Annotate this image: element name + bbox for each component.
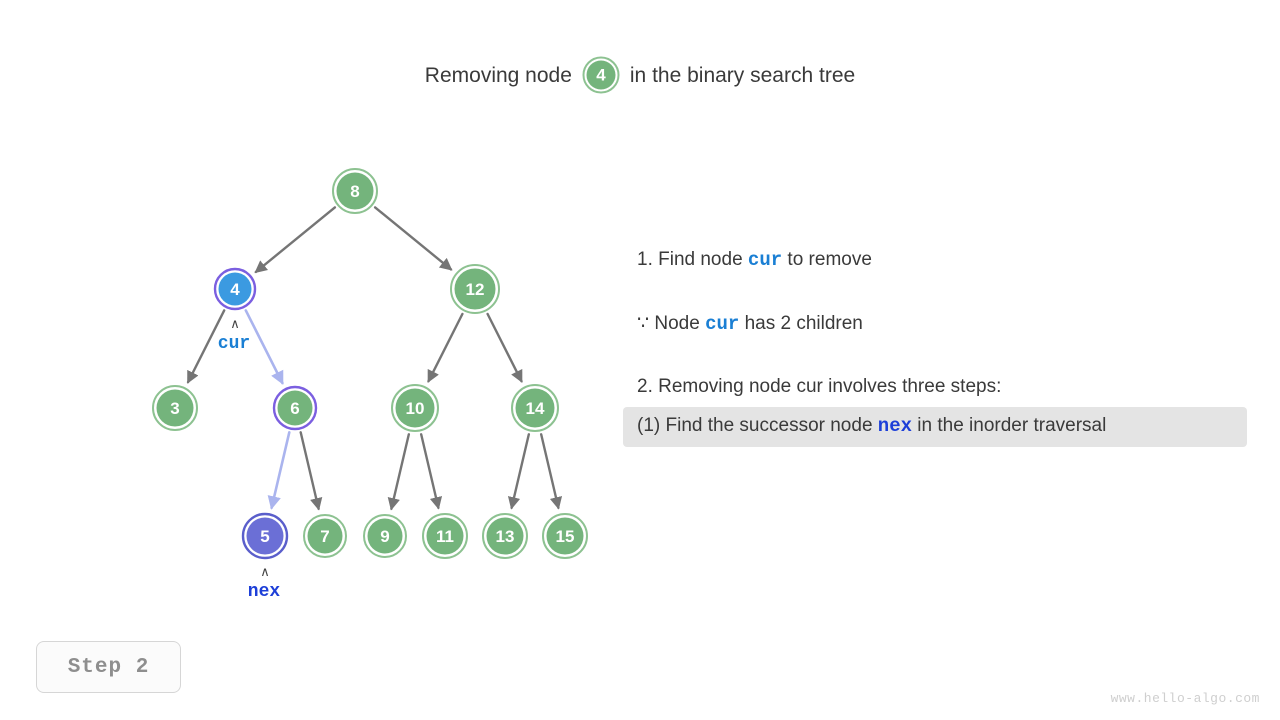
title-node-badge: 4	[582, 56, 620, 94]
tree-node-ring-11	[422, 513, 468, 559]
tree-node-value-7: 7	[320, 527, 329, 546]
pointer-label-nex: ∧ nex	[248, 564, 281, 602]
tree-node-value-12: 12	[466, 280, 485, 299]
tree-node-body-4	[218, 272, 252, 306]
tree-node-ring-13	[482, 513, 528, 559]
pointer-text-cur: cur	[218, 334, 250, 354]
tree-node-body-8	[336, 172, 374, 210]
tree-node-value-13: 13	[496, 527, 515, 546]
tree-node-4[interactable]: 4	[213, 267, 257, 311]
explanation-line-4-highlighted: (1) Find the successor node nex in the i…	[623, 406, 1247, 447]
tree-node-9[interactable]: 9	[363, 514, 407, 558]
tree-node-13[interactable]: 13	[482, 513, 528, 559]
tree-edge-n10-to-n9	[387, 433, 411, 511]
tree-node-8[interactable]: 8	[332, 168, 378, 214]
tree-edge-n4-to-n3	[186, 309, 226, 384]
explanation-line-2: ∵ Node cur has 2 children	[637, 311, 1267, 338]
tree-node-11[interactable]: 11	[422, 513, 468, 559]
tree-node-value-11: 11	[436, 527, 454, 546]
step-badge-label: Step 2	[67, 655, 150, 679]
tree-node-body-14	[515, 388, 555, 428]
tree-node-body-10	[395, 388, 435, 428]
page-title: Removing node 4 in the binary search tre…	[0, 56, 1280, 94]
tree-node-ring-4	[213, 267, 257, 311]
tree-node-value-9: 9	[380, 527, 389, 546]
tree-node-body-6	[277, 390, 313, 426]
tree-node-value-8: 8	[350, 182, 359, 201]
tree-node-ring-3	[152, 385, 198, 431]
explanation-panel: 1. Find node cur to remove ∵ Node cur ha…	[623, 247, 1267, 447]
tree-edge-n12-to-n10	[427, 312, 464, 383]
tree-node-value-10: 10	[406, 399, 425, 418]
tree-node-15[interactable]: 15	[542, 513, 588, 559]
pointer-caret-nex: ∧	[260, 564, 270, 579]
tree-edge-n6-to-n5	[267, 431, 291, 510]
explanation-line-3: 2. Removing node cur involves three step…	[637, 376, 1002, 398]
tree-node-value-5: 5	[260, 527, 269, 546]
tree-edge-n14-to-n13	[507, 433, 531, 510]
watermark: www.hello-algo.com	[1110, 691, 1260, 706]
tree-edges	[186, 206, 563, 511]
tree-node-ring-5	[241, 512, 289, 560]
tree-edge-n8-to-n4	[254, 206, 337, 274]
line4-suffix: in the inorder traversal	[912, 414, 1107, 436]
tree-node-body-3	[156, 389, 194, 427]
tree-node-body-9	[367, 518, 403, 554]
explanation-line-1: 1. Find node cur to remove	[637, 247, 1267, 274]
tree-node-14[interactable]: 14	[511, 384, 559, 432]
line4-prefix: (1) Find the successor node	[637, 414, 878, 436]
tree-node-10[interactable]: 10	[391, 384, 439, 432]
tree-node-body-7	[307, 518, 343, 554]
tree-node-body-5	[246, 517, 284, 555]
tree-node-value-15: 15	[556, 527, 575, 546]
tree-node-ring-10	[391, 384, 439, 432]
spacer-1	[637, 274, 1267, 311]
tree-node-body-13	[486, 517, 524, 555]
line2-prefix: ∵ Node	[637, 312, 706, 334]
tree-node-5[interactable]: 5	[241, 512, 289, 560]
line1-suffix: to remove	[782, 249, 872, 270]
tree-node-value-4: 4	[230, 280, 240, 299]
tree-node-6[interactable]: 6	[272, 385, 318, 431]
tree-nodes: 8 4 12 3 6 10 14 5 7 9 11 13 15	[152, 168, 588, 560]
tree-node-body-15	[546, 517, 584, 555]
line1-prefix: 1. Find node	[637, 249, 748, 270]
page-title-prefix: Removing node	[424, 63, 572, 87]
tree-node-ring-9	[363, 514, 407, 558]
tree-edge-n8-to-n12	[373, 206, 453, 271]
tree-node-value-14: 14	[526, 399, 545, 418]
tree-pointers: ∧ cur ∧ nex	[218, 316, 281, 602]
tree-node-body-11	[426, 517, 464, 555]
spacer-2	[637, 337, 1267, 374]
tree-node-body-12	[454, 268, 496, 310]
tree-edge-n4-to-n6	[244, 309, 284, 385]
line4-nex-token: nex	[877, 414, 913, 437]
tree-edge-n6-to-n7	[299, 431, 323, 511]
line1-cur-token: cur	[747, 249, 783, 271]
pointer-caret-cur: ∧	[230, 316, 240, 331]
tree-node-ring-15	[542, 513, 588, 559]
pointer-text-nex: nex	[248, 582, 281, 602]
pointer-label-cur: ∧ cur	[218, 316, 250, 354]
tree-node-ring-8	[332, 168, 378, 214]
line2-cur-token: cur	[705, 312, 740, 335]
title-node-value: 4	[596, 66, 606, 85]
binary-search-tree-diagram: 8 4 12 3 6 10 14 5 7 9 11 13 15 ∧ cur ∧ nex	[152, 168, 588, 602]
tree-node-12[interactable]: 12	[450, 264, 500, 314]
step-badge: Step 2	[36, 641, 181, 693]
tree-node-ring-14	[511, 384, 559, 432]
tree-node-7[interactable]: 7	[303, 514, 347, 558]
tree-node-ring-6	[272, 385, 318, 431]
tree-node-value-3: 3	[170, 399, 179, 418]
tree-node-value-6: 6	[290, 399, 299, 418]
page-title-suffix: in the binary search tree	[629, 63, 856, 87]
line2-suffix: has 2 children	[739, 312, 863, 334]
tree-node-ring-12	[450, 264, 500, 314]
tree-edge-n14-to-n15	[539, 433, 563, 510]
tree-node-ring-7	[303, 514, 347, 558]
title-node-circle-icon: 4	[582, 56, 620, 94]
tree-node-3[interactable]: 3	[152, 385, 198, 431]
tree-edge-n10-to-n11	[419, 433, 443, 510]
tree-edge-n12-to-n14	[486, 312, 523, 383]
